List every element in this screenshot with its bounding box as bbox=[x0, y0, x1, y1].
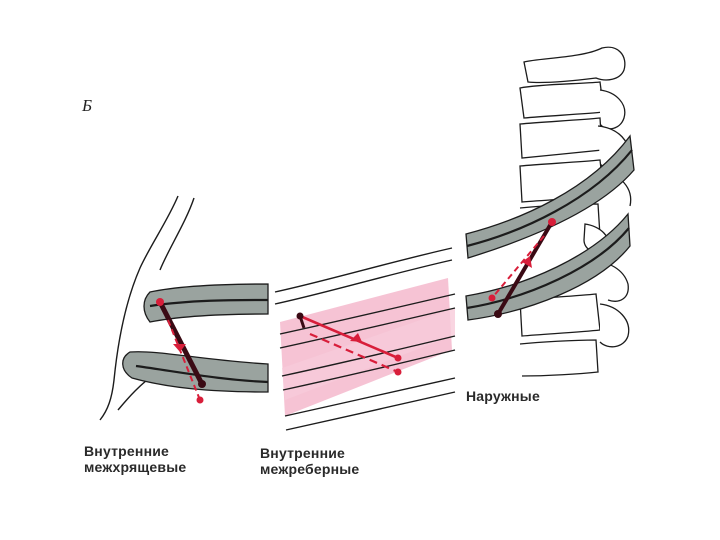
label-inner-intercostal-line1: Внутренние bbox=[260, 445, 359, 461]
label-inner-intercostal-line2: межреберные bbox=[260, 461, 359, 477]
label-inner-intercartilaginous-line2: межхрящевые bbox=[84, 459, 186, 475]
label-inner-intercostal: Внутренние межреберные bbox=[260, 445, 359, 477]
label-external: Наружные bbox=[466, 388, 540, 404]
label-inner-intercartilaginous-line1: Внутренние bbox=[84, 443, 186, 459]
intercostal-muscle-band bbox=[280, 278, 455, 416]
label-inner-intercartilaginous: Внутренние межхрящевые bbox=[84, 443, 186, 475]
